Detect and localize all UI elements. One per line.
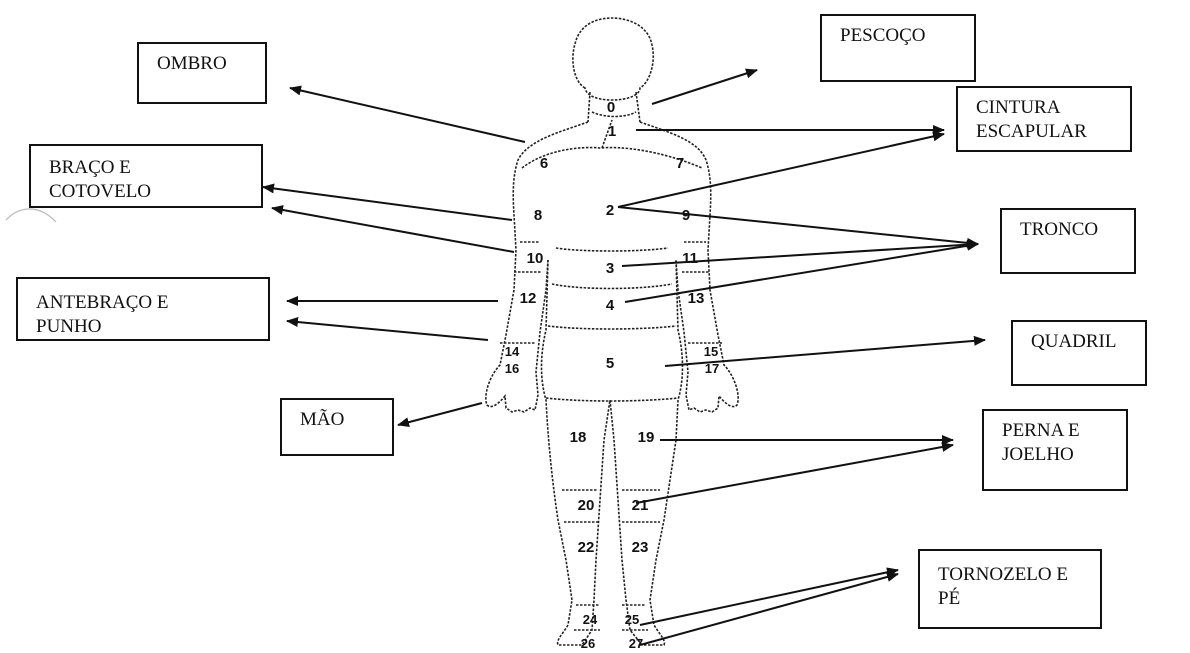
arrow-ombro [290, 88, 525, 142]
region-9: 9 [682, 207, 690, 224]
label-quadril: QUADRIL [1011, 320, 1147, 386]
label-tornozelo-pe: TORNOZELO E PÉ [918, 549, 1102, 629]
label-quadril-text: QUADRIL [1031, 331, 1117, 352]
region-1: 1 [608, 123, 616, 140]
region-16: 16 [505, 361, 519, 376]
arrow-tronco-1 [618, 207, 978, 244]
label-ombro: OMBRO [137, 42, 267, 104]
region-25: 25 [625, 612, 639, 627]
region-19: 19 [638, 429, 655, 446]
label-antebraco-text: ANTEBRAÇO E PUNHO [36, 292, 168, 337]
region-26: 26 [581, 636, 595, 651]
region-23: 23 [632, 539, 649, 556]
region-15: 15 [704, 344, 718, 359]
region-0: 0 [607, 99, 615, 116]
region-20: 20 [578, 497, 595, 514]
label-cintura-text: CINTURA ESCAPULAR [976, 97, 1087, 142]
arrow-tronco-2 [622, 244, 978, 266]
arrow-braco-1 [263, 187, 512, 220]
region-6: 6 [540, 155, 548, 172]
label-perna-joelho: PERNA E JOELHO [982, 409, 1128, 491]
arrow-cintura-2 [618, 134, 944, 207]
region-4: 4 [606, 297, 615, 314]
label-cintura-escapular: CINTURA ESCAPULAR [956, 86, 1132, 152]
region-13: 13 [688, 290, 705, 307]
region-21: 21 [632, 497, 649, 514]
label-pescoco-text: PESCOÇO [840, 25, 926, 46]
region-5: 5 [606, 355, 614, 372]
label-tronco: TRONCO [1000, 208, 1136, 274]
label-mao: MÃO [280, 398, 394, 456]
label-ombro-text: OMBRO [157, 53, 227, 74]
arrow-tronco-3 [625, 244, 978, 302]
region-18: 18 [570, 429, 587, 446]
label-mao-text: MÃO [300, 409, 344, 430]
arrow-antebraco-2 [287, 321, 488, 340]
scan-artifact [6, 209, 56, 222]
arrow-mao [398, 403, 482, 425]
label-perna-text: PERNA E JOELHO [1002, 420, 1080, 465]
arrows [263, 70, 985, 645]
region-11: 11 [682, 250, 698, 267]
label-tronco-text: TRONCO [1020, 219, 1098, 240]
region-22: 22 [578, 539, 595, 556]
region-10: 10 [527, 250, 544, 267]
region-24: 24 [583, 612, 598, 627]
arrow-tornozelo-2 [640, 574, 898, 645]
label-tornozelo-text: TORNOZELO E PÉ [938, 564, 1068, 609]
region-2: 2 [606, 202, 614, 219]
arrow-perna-2 [636, 445, 953, 503]
region-27: 27 [629, 636, 643, 651]
label-antebraco-punho: ANTEBRAÇO E PUNHO [16, 277, 270, 341]
region-12: 12 [520, 290, 537, 307]
label-braco-text: BRAÇO E COTOVELO [49, 157, 151, 202]
label-pescoco: PESCOÇO [820, 14, 976, 82]
label-braco-cotovelo: BRAÇO E COTOVELO [29, 144, 263, 208]
region-7: 7 [676, 155, 684, 172]
arrow-pescoco [652, 70, 757, 104]
region-3: 3 [606, 260, 614, 277]
region-14: 14 [505, 344, 520, 359]
region-8: 8 [534, 207, 542, 224]
arrow-tornozelo-1 [640, 570, 898, 625]
